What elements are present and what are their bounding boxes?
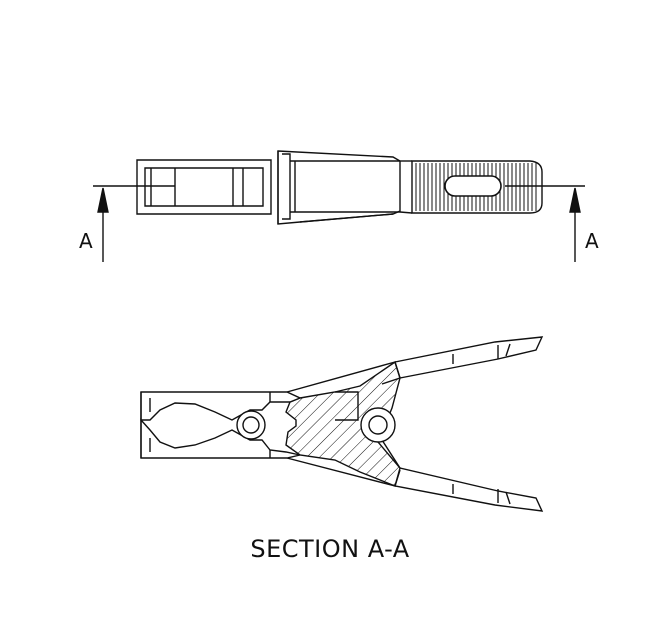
section-arrow-right	[570, 188, 580, 262]
top-view	[93, 151, 585, 262]
section-arrow-left	[98, 188, 108, 262]
pivot-left	[237, 411, 265, 439]
hatched-section-body	[286, 362, 400, 486]
pivot-right	[361, 408, 395, 442]
top-view-knurled-grip	[400, 161, 542, 213]
section-view	[141, 337, 542, 511]
left-jaws	[141, 392, 300, 458]
top-view-left-body	[137, 160, 271, 214]
section-letter-right: A	[585, 229, 599, 253]
section-title: SECTION A-A	[250, 535, 410, 563]
upper-jaw-arm	[287, 337, 542, 392]
section-letter-left: A	[79, 229, 93, 253]
top-view-clip-body	[278, 151, 400, 224]
top-view-slot	[445, 176, 501, 196]
knurl-lines	[416, 163, 536, 211]
